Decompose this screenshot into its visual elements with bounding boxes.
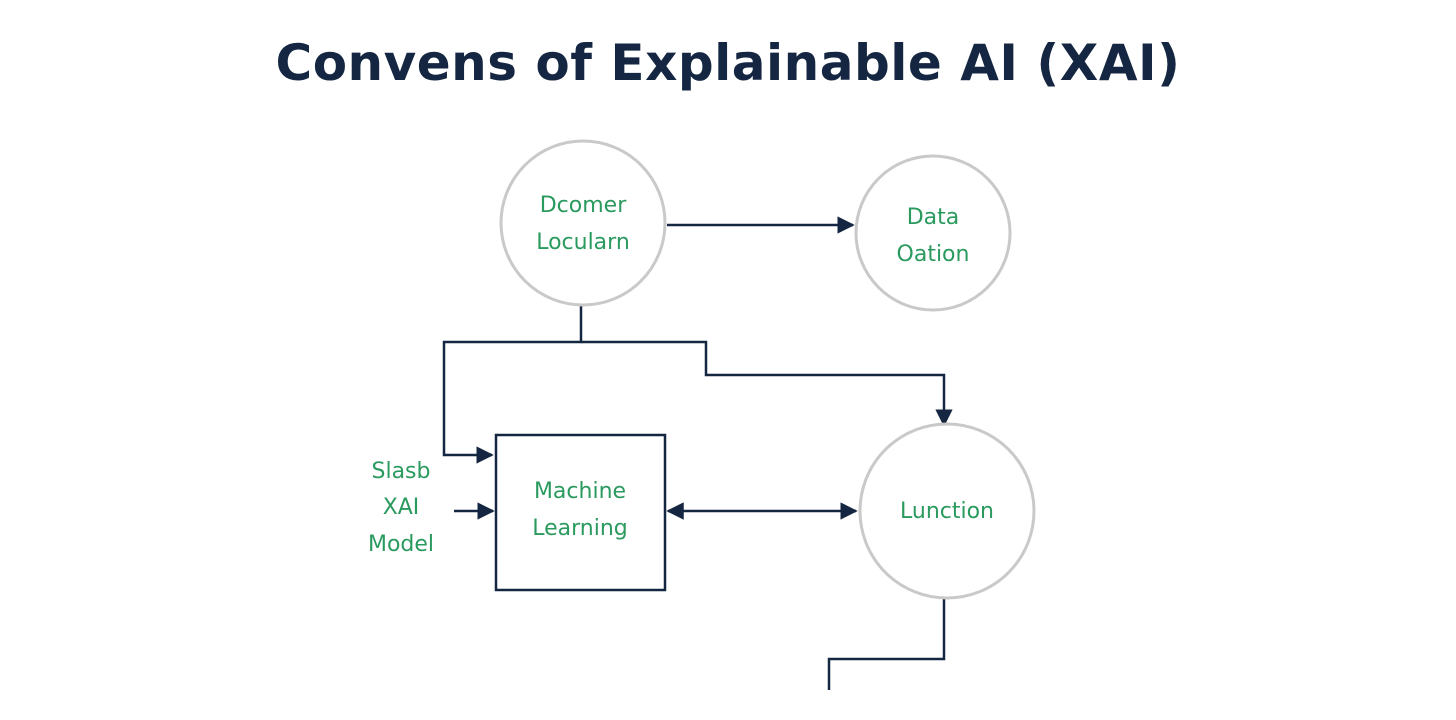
node-xai-model-label-2: XAI [383, 495, 420, 520]
node-xai-model-label-3: Model [368, 532, 434, 557]
node-data-oation: Data Oation [854, 154, 1012, 312]
node-dcomer-circle [499, 139, 667, 307]
node-lunction-label: Lunction [900, 499, 994, 524]
node-ml-label-1: Machine [534, 479, 626, 504]
node-data-label-2: Oation [897, 242, 970, 267]
node-ml-box [494, 433, 667, 592]
edge-lunction-out [827, 597, 946, 690]
node-dcomer-label-1: Dcomer [540, 193, 627, 218]
node-data-label-1: Data [907, 205, 960, 230]
node-lunction-circle [858, 422, 1036, 600]
edge-dcomer-to-lunction [581, 340, 953, 427]
page-title: Convens of Explainable AI (XAI) [275, 34, 1181, 92]
node-lunction: Lunction [858, 422, 1036, 600]
node-xai-model: Slasb XAI Model [368, 459, 434, 557]
node-xai-model-label-1: Slasb [372, 459, 431, 484]
node-dcomer-locularn: Dcomer Locularn [499, 139, 667, 307]
node-ml-label-2: Learning [532, 516, 628, 541]
edge-dcomer-to-ml [442, 305, 583, 464]
node-machine-learning: Machine Learning [494, 433, 667, 592]
node-dcomer-label-2: Locularn [536, 230, 630, 255]
node-data-circle [854, 154, 1012, 312]
